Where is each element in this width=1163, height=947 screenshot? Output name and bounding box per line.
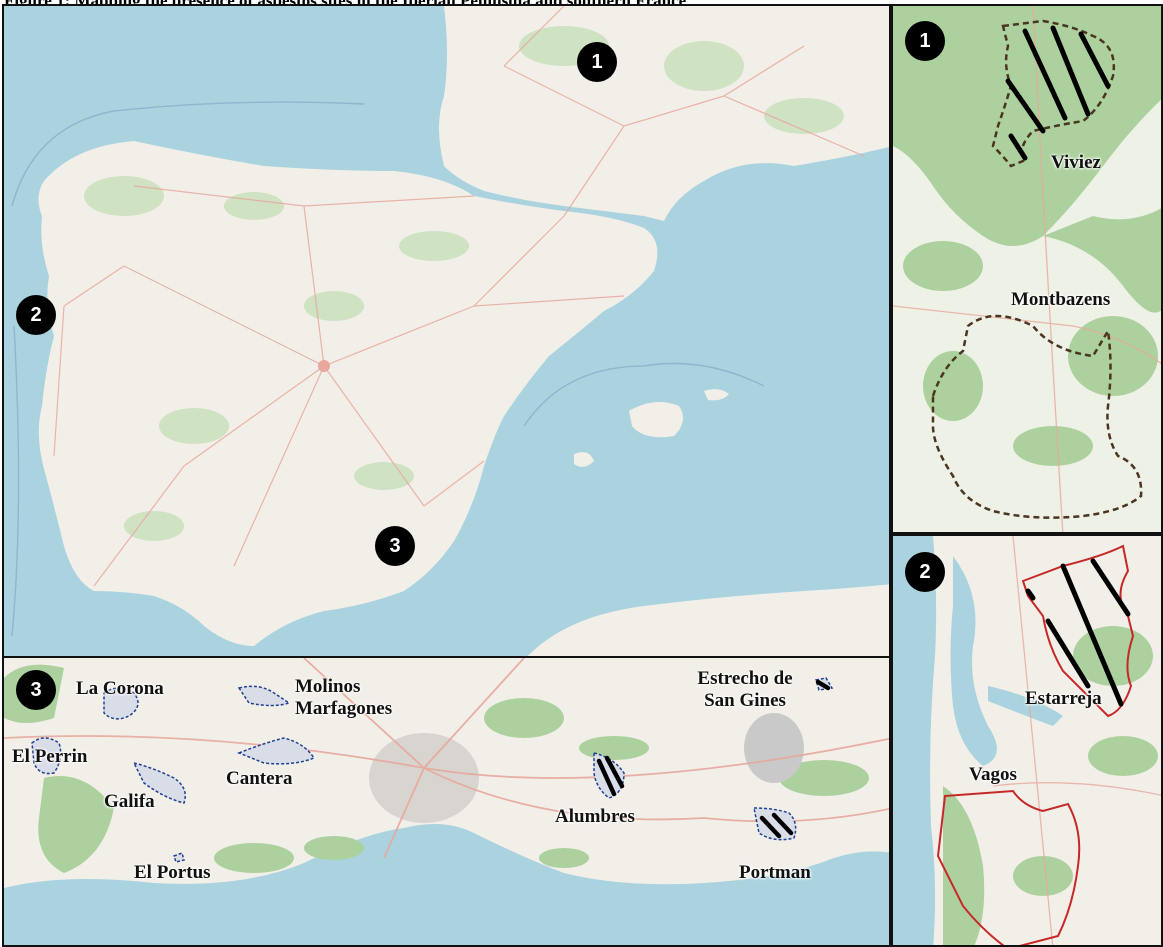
site-label-estrecho-de-san-gines: Estrecho de San Gines: [697, 668, 793, 711]
inset-3-graphic: [4, 658, 889, 945]
marker-1: 1: [577, 42, 617, 82]
inset-2-map: 2 Estarreja Vagos: [891, 534, 1163, 947]
site-label-molinos-marfagones: Molinos Marfagones: [295, 676, 393, 719]
site-label-la-corona: La Corona: [76, 678, 164, 699]
overview-map: 1 2 3: [2, 4, 891, 658]
inset-1-map: 1 Viviez Montbazens: [891, 4, 1163, 534]
site-label-alumbres: Alumbres: [555, 806, 635, 827]
inset-3-map: 3 La Corona Molinos Marfagones Estrecho …: [2, 656, 891, 947]
site-label-portman: Portman: [739, 862, 811, 883]
overview-map-graphic: [4, 6, 889, 656]
site-label-estarreja: Estarreja: [1025, 688, 1102, 709]
site-label-cantera: Cantera: [226, 768, 293, 789]
site-label-el-perrin: El Perrin: [12, 746, 88, 767]
inset-2-graphic: [893, 536, 1161, 945]
marker-2: 2: [16, 295, 56, 335]
site-label-galifa: Galifa: [104, 791, 155, 812]
site-label-el-portus: El Portus: [134, 862, 211, 883]
inset-3-badge: 3: [16, 670, 56, 710]
site-label-vagos: Vagos: [969, 764, 1017, 785]
inset-1-badge: 1: [905, 21, 945, 61]
inset-2-badge: 2: [905, 552, 945, 592]
site-label-montbazens: Montbazens: [1011, 289, 1111, 310]
inset-1-graphic: [893, 6, 1161, 532]
marker-3: 3: [375, 526, 415, 566]
site-label-viviez: Viviez: [1051, 152, 1101, 173]
